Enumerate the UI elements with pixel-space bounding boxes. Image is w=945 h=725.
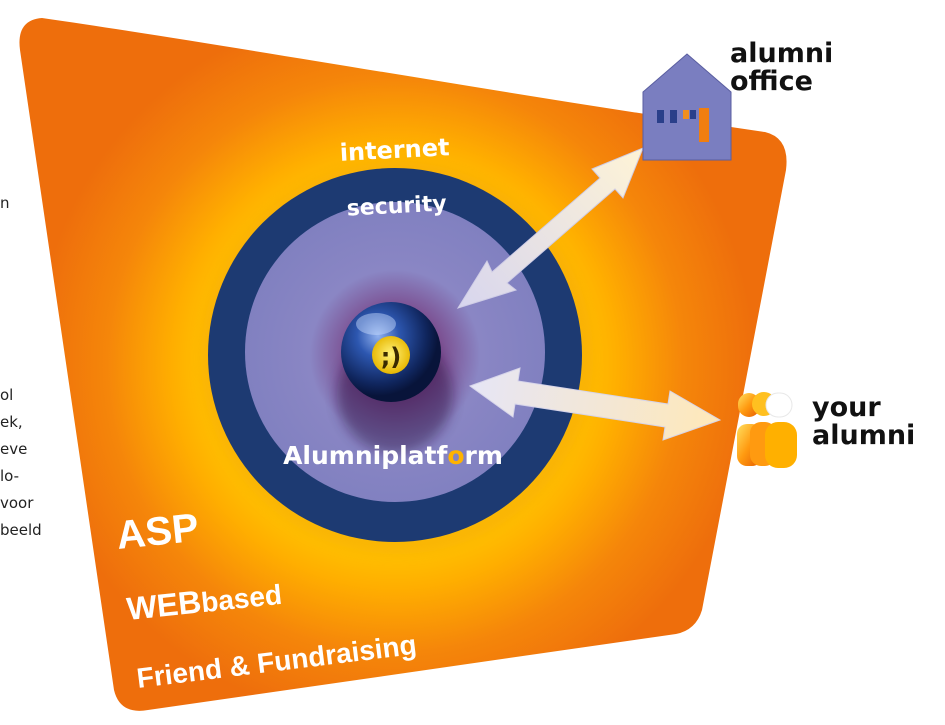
- side-text-frag7: beeld: [0, 521, 42, 539]
- alumni-office-line2: office: [730, 66, 813, 97]
- ball-highlight: [356, 313, 396, 335]
- internet-label: internet: [339, 133, 450, 167]
- side-text-frag2: ol: [0, 386, 14, 404]
- side-text-frag3: ek,: [0, 413, 23, 431]
- people-icon: [737, 392, 797, 468]
- side-text-frag6: voor: [0, 494, 34, 512]
- alumni-office-line1: alumni: [730, 38, 834, 69]
- your-alumni-line2: alumni: [812, 420, 916, 451]
- smiley-text: ;): [381, 343, 402, 371]
- alumni-office-label: alumni office: [730, 40, 833, 96]
- arrow-alumni: [468, 367, 722, 441]
- side-text-frag5: lo-: [0, 467, 20, 485]
- your-alumni-label: your alumni: [812, 394, 915, 450]
- platform-label: Alumniplatform: [283, 441, 503, 470]
- platform-o: o: [447, 441, 464, 470]
- side-text-frag4: eve: [0, 440, 28, 458]
- side-text-frag1: n: [0, 194, 10, 212]
- your-alumni-line1: your: [812, 392, 881, 423]
- house-icon: [642, 53, 732, 161]
- asp-label: ASP: [114, 506, 200, 558]
- smiley-icon: [372, 336, 410, 374]
- security-label: security: [346, 191, 447, 221]
